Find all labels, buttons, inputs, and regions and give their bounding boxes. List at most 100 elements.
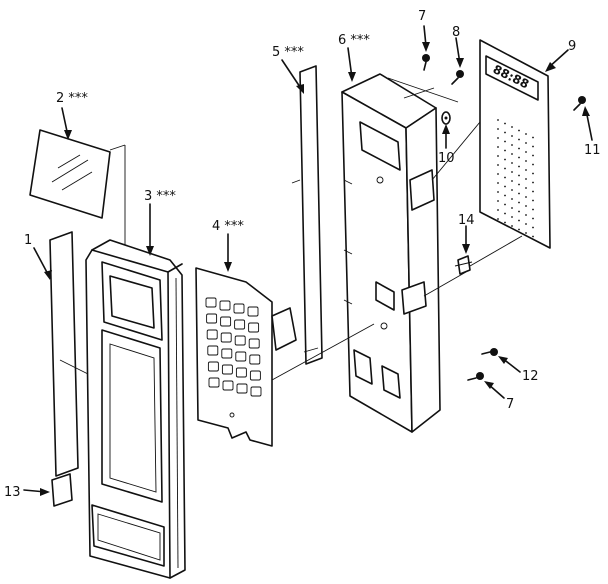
keypad-key: [206, 313, 218, 324]
keypad-key: [222, 380, 234, 391]
pcb-dot: [518, 183, 520, 186]
callout-part-5: 5 ***: [272, 45, 304, 60]
pcb-dot: [497, 209, 499, 211]
pcb-dot: [518, 165, 520, 168]
pcb-dot: [497, 128, 499, 130]
callout-part-8: 8: [452, 25, 460, 40]
pcb-dot: [525, 214, 527, 216]
pcb-dot: [532, 145, 534, 148]
callout-part-3: 3 ***: [144, 189, 176, 204]
callout-part-4: 4 ***: [212, 219, 244, 234]
pcb-dot: [525, 187, 527, 189]
pcb-dot: [532, 136, 534, 139]
keypad-key: [250, 386, 262, 397]
clip-part-14: [454, 255, 473, 275]
pcb-dot: [504, 194, 506, 197]
callout-part-14: 14: [458, 213, 475, 228]
callout-part-9: 9: [568, 39, 576, 54]
pcb-dot: [497, 218, 499, 220]
part-6-chassis-bracket: [271, 73, 459, 433]
callout-part-12: 12: [522, 369, 539, 384]
part-2-window-lens: [29, 129, 126, 262]
pcb-dot: [518, 129, 520, 132]
keypad-key: [220, 316, 232, 327]
keypad-key: [221, 348, 233, 359]
part-9-display-circuit-board: 88:88: [423, 39, 551, 297]
pcb-dot: [525, 223, 527, 225]
pcb-dot: [511, 135, 513, 137]
keypad-key: [220, 332, 232, 343]
keypad-key: [207, 345, 219, 356]
pcb-dot: [504, 158, 506, 161]
pcb-dot: [518, 192, 520, 195]
pcb-dot: [532, 190, 534, 193]
keypad-key: [248, 322, 260, 333]
pcb-dot: [511, 225, 513, 227]
pcb-dot: [497, 137, 499, 139]
screw-part-12: [481, 348, 498, 356]
callout-part-10: 10: [438, 151, 455, 166]
callout-part-6: 6 ***: [338, 33, 370, 48]
part-3-control-panel-frame: [85, 239, 186, 579]
pcb-dot: [511, 207, 513, 209]
pcb-dot: [497, 191, 499, 193]
pcb-dot: [525, 169, 527, 171]
pcb-dot: [532, 163, 534, 166]
pcb-dot: [511, 162, 513, 164]
pcb-dot: [497, 164, 499, 166]
pcb-dot: [511, 171, 513, 173]
pcb-dot: [525, 178, 527, 180]
pcb-dot: [511, 189, 513, 191]
pcb-dot: [532, 181, 534, 184]
keypad-key: [249, 370, 261, 381]
keypad-key: [234, 319, 246, 330]
keypad-key: [206, 329, 218, 340]
callout-part-11: 11: [584, 143, 601, 158]
pcb-dot: [532, 172, 534, 175]
pcb-dot: [532, 154, 534, 157]
pcb-dot: [532, 217, 534, 220]
pcb-dot: [525, 160, 527, 162]
pcb-dot: [532, 235, 534, 238]
callout-part-7-bottom: 7: [506, 397, 514, 412]
keypad-key: [205, 297, 217, 308]
pcb-dot: [511, 216, 513, 218]
keypad-key: [248, 338, 260, 349]
pcb-dot: [511, 198, 513, 200]
pcb-dot: [504, 176, 506, 179]
callout-part-7-top: 7: [418, 9, 426, 24]
callout-part-2: 2 ***: [56, 91, 88, 106]
pcb-dot: [532, 208, 534, 211]
part-1-side-trim-strip: [49, 231, 101, 477]
pcb-dot: [518, 147, 520, 150]
keypad-key: [236, 383, 248, 394]
pcb-dot: [497, 173, 499, 175]
pcb-dot: [532, 226, 534, 229]
pcb-dot: [518, 228, 520, 231]
pcb-dot: [497, 155, 499, 157]
pcb-dot: [518, 219, 520, 222]
pcb-dot: [497, 182, 499, 184]
pcb-dot: [504, 212, 506, 215]
pcb-dot: [497, 119, 499, 121]
pcb-dot: [525, 142, 527, 144]
keypad-key: [235, 367, 247, 378]
pcb-dot: [532, 199, 534, 202]
part-13-lower-trim: [51, 473, 73, 507]
pcb-dot: [497, 146, 499, 148]
pcb-component-dots: [497, 119, 534, 238]
part-4-keypad-membrane: [195, 267, 297, 447]
washer-part-10: [441, 111, 451, 125]
keypad-key: [247, 306, 259, 317]
screw-part-7-bottom: [467, 372, 484, 381]
pcb-dot: [511, 180, 513, 182]
pcb-dot: [511, 144, 513, 146]
keypad-key: [234, 335, 246, 346]
keypad-key: [208, 377, 220, 388]
keypad-key: [249, 354, 261, 365]
pcb-dot: [518, 210, 520, 213]
screw-part-7-top: [422, 54, 430, 71]
pcb-dot: [525, 232, 527, 234]
pcb-dot: [525, 196, 527, 198]
